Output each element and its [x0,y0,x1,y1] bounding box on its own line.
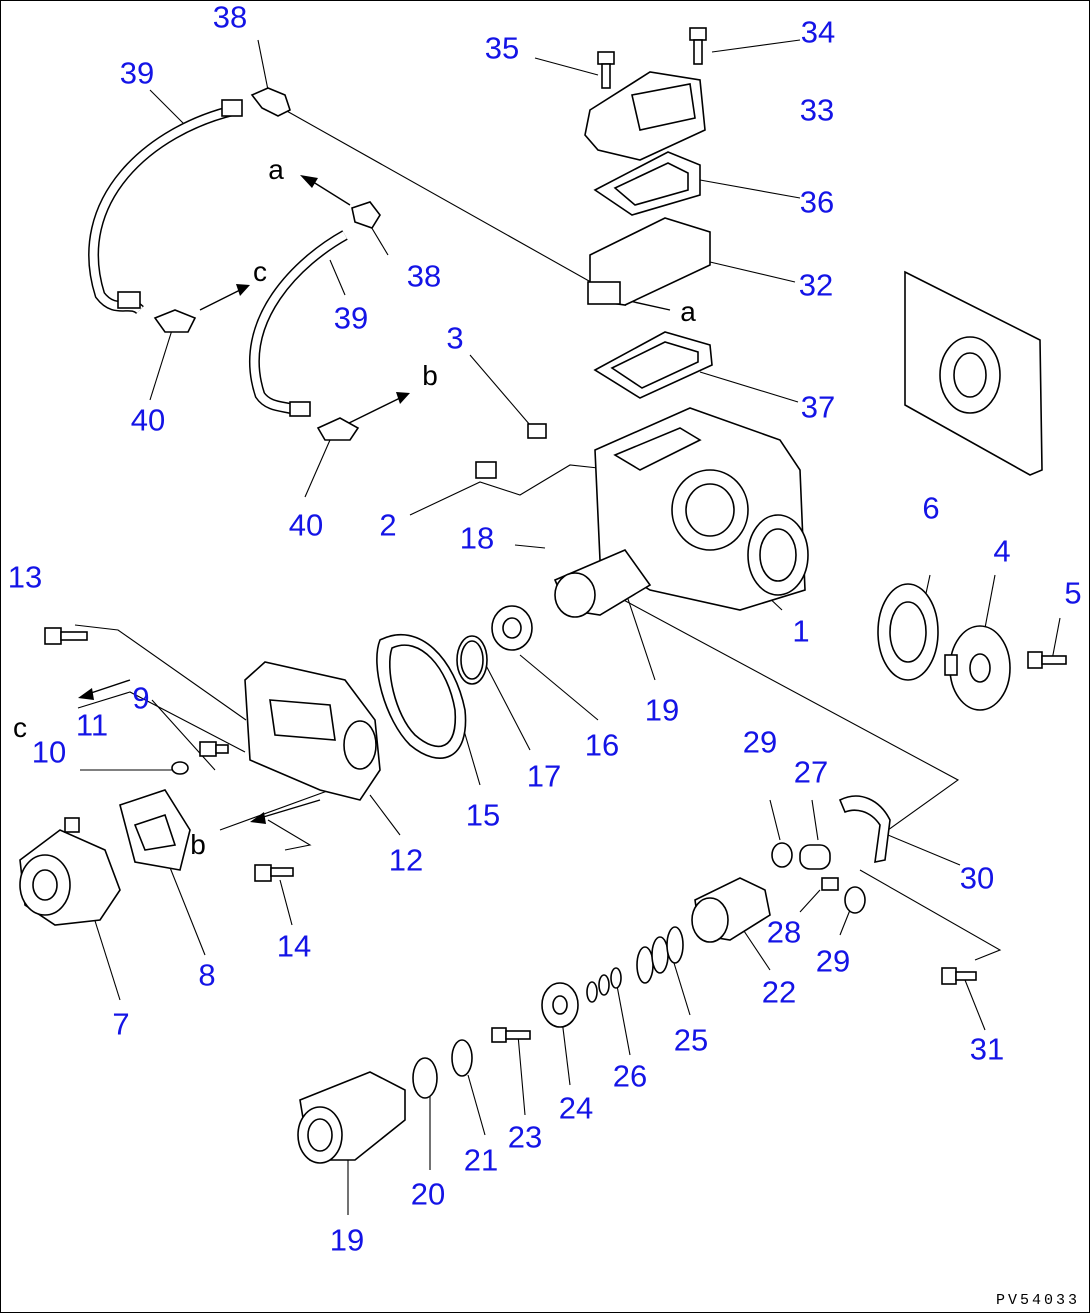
gasket-8 [119,789,191,871]
spring-25 [636,926,684,984]
o-ring-10 [171,761,189,775]
callout-36: 36 [799,184,835,220]
callout-8: 8 [198,957,216,993]
callout-33: 33 [799,92,835,128]
snap-ring-29-lower [844,886,866,914]
callout-1: 1 [792,613,810,649]
connection-letter-c-upper: c [253,256,267,287]
callout-2: 2 [379,507,397,543]
callout-37: 37 [800,389,836,425]
callout-32: 32 [798,267,834,303]
cover-33 [584,71,706,161]
pin-28 [821,877,839,891]
callout-25: 25 [673,1022,709,1058]
fitting-40-upper [117,291,197,333]
callout-18: 18 [459,520,495,556]
gasket-36 [593,151,701,216]
callout-10: 10 [31,734,67,770]
spool-22 [691,877,771,943]
callout-34: 34 [800,14,836,50]
callout-26: 26 [612,1058,648,1094]
o-ring-17 [456,635,488,685]
callout-30: 30 [959,860,995,896]
gasket-37 [593,331,713,399]
pump-7 [19,817,121,926]
callout-39-lower: 39 [333,300,369,336]
callout-13: 13 [7,559,43,595]
shim-6 [877,583,939,681]
callout-24: 24 [558,1090,594,1126]
callout-3: 3 [446,320,464,356]
valve-block-32 [587,217,711,306]
piston-27 [799,844,831,870]
callout-12: 12 [388,842,424,878]
mounting-plate [904,270,1043,476]
retainer-24 [541,982,579,1028]
callout-28: 28 [766,914,802,950]
callout-38-lower: 38 [406,258,442,294]
connection-letter-c-lower: c [13,712,27,743]
snap-ring-29-upper [771,842,793,868]
connection-letter-b-upper: b [422,360,438,391]
connection-letter-a-upper: a [268,154,284,185]
spring-26 [586,967,622,1003]
fitting-40-lower [289,401,360,441]
plug-2 [475,461,497,479]
callout-19-lower: 19 [329,1222,365,1258]
bolt-34 [689,27,707,65]
callout-29-lower: 29 [815,943,851,979]
o-ring-20 [412,1057,438,1099]
callout-27: 27 [793,754,829,790]
elbow-fitting-38-upper [221,87,291,117]
callout-29-upper: 29 [742,724,778,760]
bearing-16 [491,605,533,651]
fitting-9 [199,741,229,757]
callout-15: 15 [465,797,501,833]
callout-23: 23 [507,1119,543,1155]
callout-14: 14 [276,928,312,964]
bolt-13 [44,627,88,645]
sleeve-19-lower [297,1071,406,1164]
screw-23 [491,1027,531,1043]
callout-17: 17 [526,758,562,794]
elbow-fitting-38-lower [351,201,381,229]
callout-9: 9 [132,680,150,716]
callout-38-upper: 38 [212,0,248,35]
bolt-5 [1027,651,1067,669]
pump-housing-1 [594,407,809,611]
bolt-31 [941,967,977,985]
callout-4: 4 [993,533,1011,569]
o-ring-21 [451,1039,473,1077]
bolt-14 [254,864,294,882]
callout-11: 11 [75,707,109,743]
hose-39-lower [249,230,348,417]
callout-6: 6 [922,490,940,526]
callout-7: 7 [112,1006,130,1042]
callout-35: 35 [484,30,520,66]
callout-22: 22 [761,974,797,1010]
hose-39-upper [88,104,237,315]
callout-5: 5 [1064,575,1082,611]
bolt-35 [597,51,615,89]
gasket-15 [376,634,467,759]
drawing-code: PV54033 [995,1292,1080,1309]
callout-40-upper: 40 [130,402,166,438]
callout-21: 21 [463,1142,499,1178]
callout-40-lower: 40 [288,507,324,543]
callout-20: 20 [410,1176,446,1212]
callout-39-upper: 39 [119,55,155,91]
callout-19-upper: 19 [644,692,680,728]
connection-letter-a-right: a [680,296,696,327]
end-cover-12 [244,661,381,801]
connection-letter-b-lower: b [190,829,206,860]
callout-16: 16 [584,727,620,763]
callout-31: 31 [969,1031,1005,1067]
cover-4 [944,625,1011,711]
bracket-30 [838,795,891,864]
sleeve-19-upper [553,549,652,618]
plug-3 [527,423,547,439]
